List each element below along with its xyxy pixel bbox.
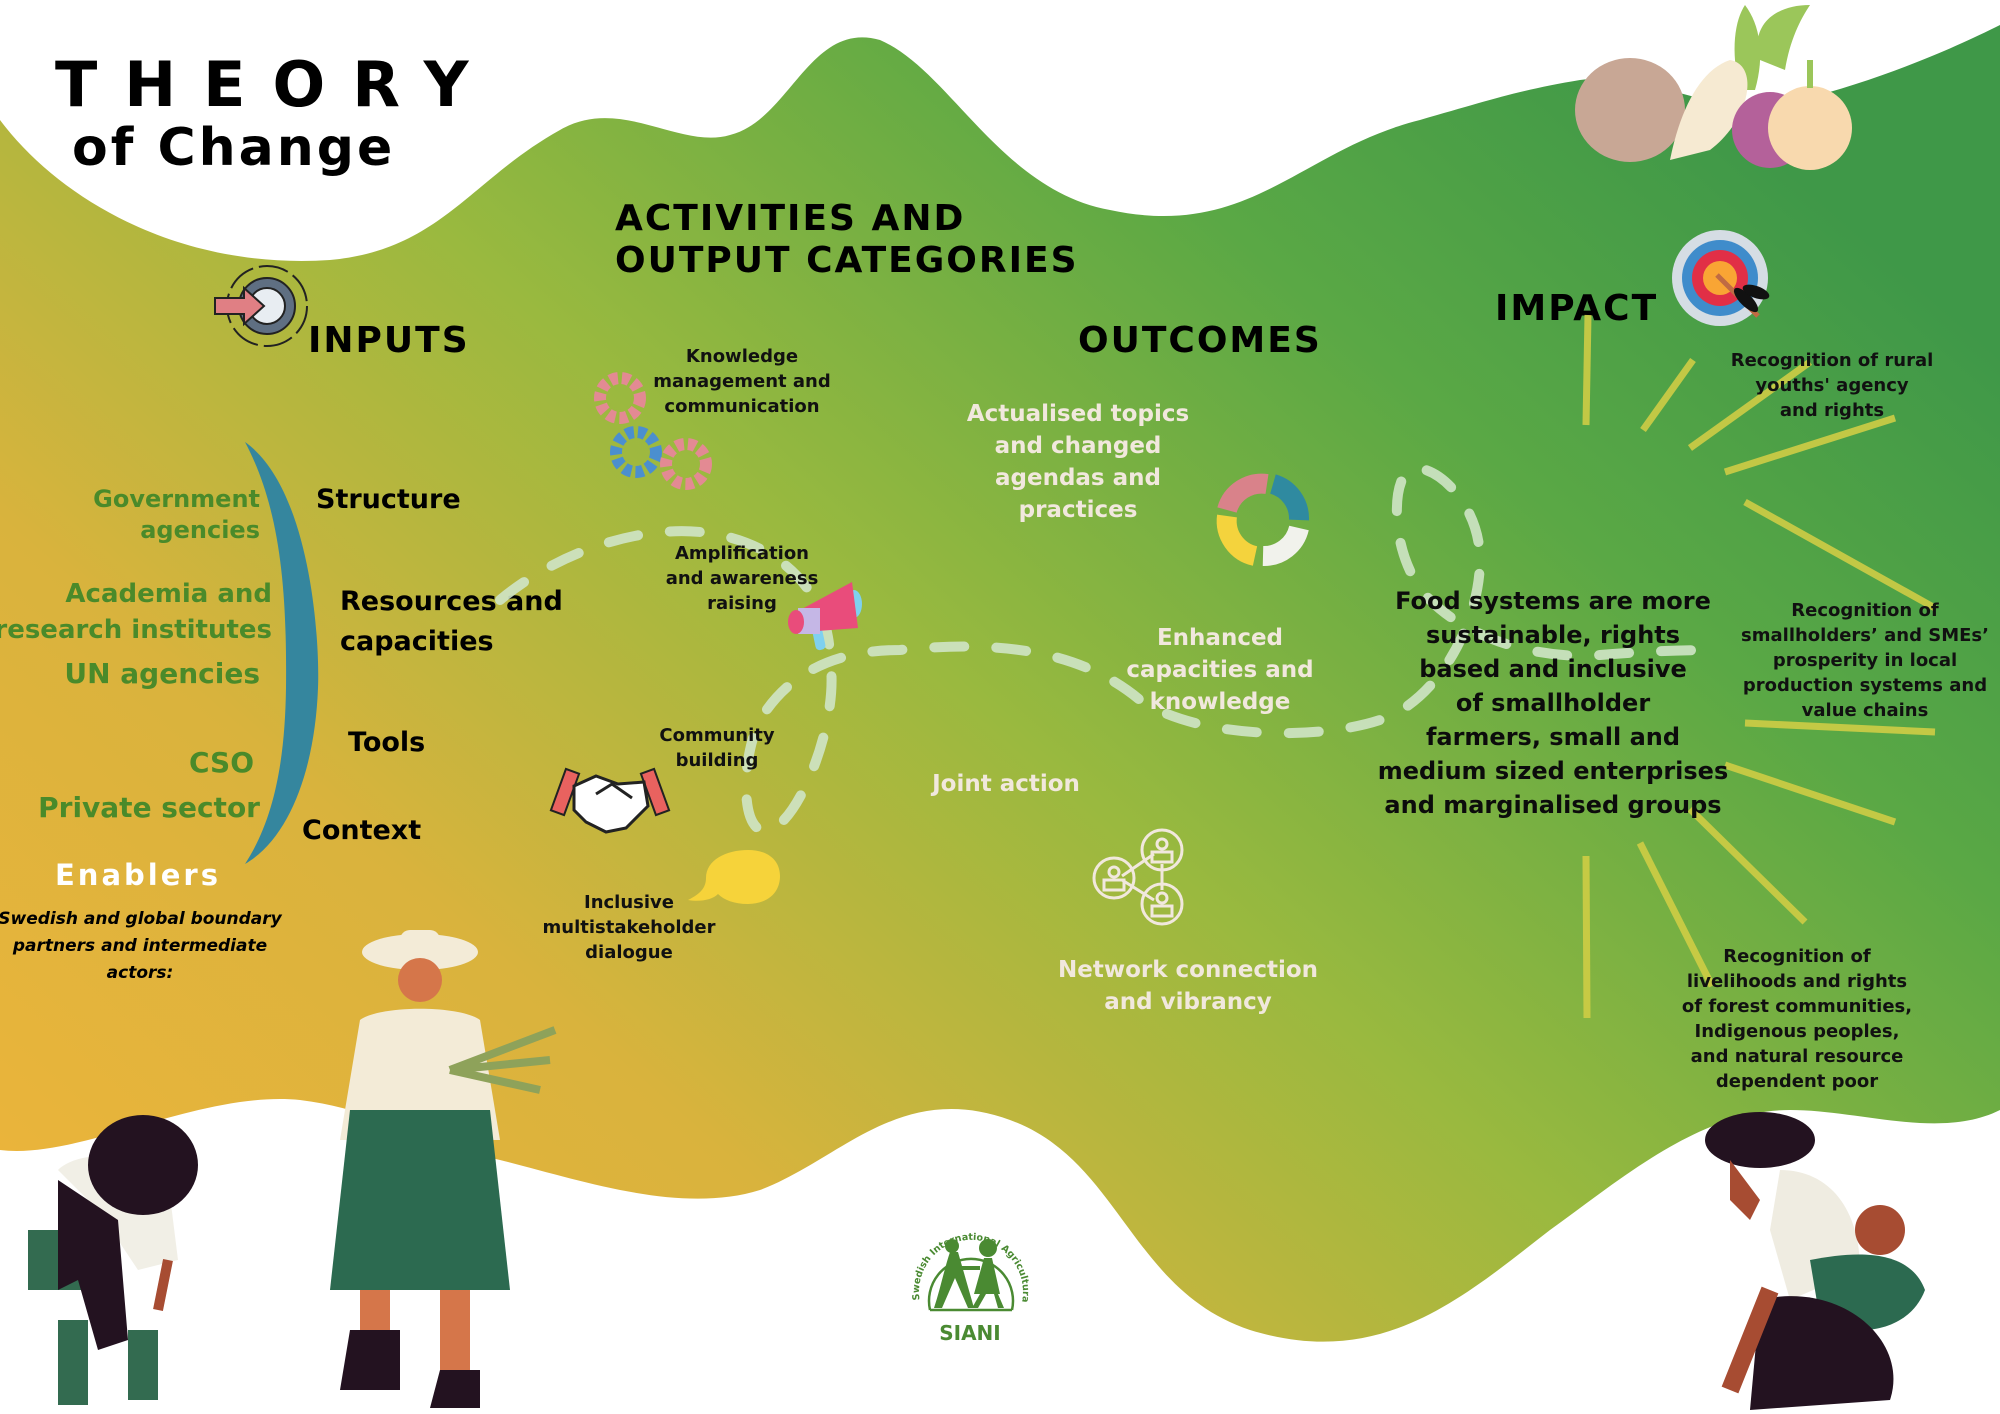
target-icon xyxy=(1672,230,1770,326)
impact-smallholders-smes: Recognition of smallholders’ and SMEs’ p… xyxy=(1741,598,1989,723)
impact-main-line: medium sized enterprises xyxy=(1377,757,1729,785)
input-context: Context xyxy=(302,815,422,846)
activity-line: multistakeholder xyxy=(542,917,716,938)
input-line: Resources and xyxy=(340,586,563,617)
impact-main-line: of smallholder xyxy=(1455,689,1651,717)
activity-line: Community xyxy=(659,725,775,746)
heading-inputs: INPUTS xyxy=(308,320,470,361)
megaphone-icon xyxy=(788,582,862,651)
siani-logo: Swedish International Agricultural Netwo… xyxy=(896,1202,1031,1345)
siani-logo-name: SIANI xyxy=(939,1321,1001,1345)
activity-line: Inclusive xyxy=(584,892,674,913)
impact-line: Indigenous peoples, xyxy=(1694,1021,1900,1042)
enabler-line: Academia and xyxy=(65,579,272,609)
outcome-enhanced-capacities: Enhanced capacities and knowledge xyxy=(1126,622,1313,718)
enabler-private-sector: Private sector xyxy=(38,791,260,824)
enabler-government: Government agencies xyxy=(93,484,260,546)
impact-main-line: farmers, small and xyxy=(1425,723,1681,751)
outcome-line: Actualised topics xyxy=(966,401,1190,427)
enabler-cso: CSO xyxy=(188,746,254,779)
impact-line: of forest communities, xyxy=(1681,996,1913,1017)
impact-main-statement: Food systems are more sustainable, right… xyxy=(1378,584,1728,822)
farmer-with-baby-illustration xyxy=(1705,1112,1925,1410)
bracket-divider xyxy=(245,442,319,864)
heading-activities-line1: ACTIVITIES AND xyxy=(615,198,966,239)
enabler-academia: Academia and research institutes xyxy=(0,576,272,648)
heading-impact: IMPACT xyxy=(1495,288,1659,329)
impact-line: value chains xyxy=(1801,700,1929,721)
vegetables-illustration xyxy=(1575,5,1852,170)
impact-line: Recognition of rural xyxy=(1730,350,1934,371)
outcome-line: Enhanced xyxy=(1156,625,1284,651)
title-theory: THEORY xyxy=(55,48,496,121)
outcome-line: agendas and xyxy=(994,465,1161,491)
impact-line: prosperity in local xyxy=(1772,650,1958,671)
enabler-line: agencies xyxy=(140,516,260,544)
impact-line: dependent poor xyxy=(1715,1071,1879,1092)
activity-multistakeholder-dialogue: Inclusive multistakeholder dialogue xyxy=(543,890,716,965)
activity-knowledge-management: Knowledge management and communication xyxy=(653,344,830,419)
impact-main-line: Food systems are more xyxy=(1395,587,1711,615)
activity-community-building: Community building xyxy=(659,723,774,773)
impact-line: and natural resource xyxy=(1690,1046,1904,1067)
enablers-title: Enablers xyxy=(55,858,221,892)
activity-line: raising xyxy=(707,593,777,614)
input-line: capacities xyxy=(340,626,494,657)
impact-main-line: and marginalised groups xyxy=(1384,791,1722,819)
outcome-line: practices xyxy=(1018,497,1138,523)
enablers-desc-line: partners and intermediate xyxy=(12,936,268,956)
input-tools: Tools xyxy=(348,727,426,758)
impact-line: Recognition of xyxy=(1723,946,1871,967)
enablers-desc-line: actors: xyxy=(106,963,174,983)
gradient-band xyxy=(0,25,2000,1342)
impact-main-line: based and inclusive xyxy=(1419,655,1687,683)
outcome-line: and changed xyxy=(994,433,1162,459)
handshake-icon xyxy=(549,767,671,834)
activity-amplification: Amplification and awareness raising xyxy=(666,541,819,616)
impact-line: smallholders’ and SMEs’ xyxy=(1741,625,1989,646)
gears-icon xyxy=(594,372,712,490)
impact-main-line: sustainable, rights xyxy=(1425,621,1681,649)
activity-line: communication xyxy=(664,396,820,417)
outcome-joint-action: Joint action xyxy=(932,771,1080,797)
enablers-desc-line: Swedish and global boundary xyxy=(0,909,282,929)
activity-line: management and xyxy=(653,371,831,392)
heading-outcomes: OUTCOMES xyxy=(1078,320,1322,361)
activity-line: building xyxy=(675,750,759,771)
impact-line: Recognition of xyxy=(1791,600,1939,621)
outcome-line: capacities and xyxy=(1126,657,1314,683)
activity-line: Knowledge xyxy=(685,346,799,367)
impact-line: production systems and xyxy=(1742,675,1988,696)
outcome-actualised-topics: Actualised topics and changed agendas an… xyxy=(967,398,1189,526)
outcome-line: knowledge xyxy=(1149,689,1291,715)
farmer-standing-illustration xyxy=(330,930,557,1408)
cycle-arrows-icon xyxy=(1216,473,1309,566)
gear-arrow-input-icon xyxy=(214,265,308,347)
input-structure: Structure xyxy=(316,484,461,515)
heading-activities: ACTIVITIES AND OUTPUT CATEGORIES xyxy=(615,198,1079,282)
outcome-line: and vibrancy xyxy=(1104,989,1272,1015)
network-people-icon xyxy=(1092,828,1184,926)
title-of-change: of Change xyxy=(72,118,396,178)
activity-line: Amplification xyxy=(674,543,810,564)
enabler-line: research institutes xyxy=(0,615,272,645)
input-resources: Resources and capacities xyxy=(340,582,563,662)
farmer-bending-illustration xyxy=(28,1115,198,1405)
impact-forest-communities: Recognition of livelihoods and rights of… xyxy=(1682,944,1912,1094)
impact-line: and rights xyxy=(1779,400,1885,421)
speech-bubble-icon xyxy=(688,850,780,904)
activity-line: dialogue xyxy=(585,942,673,963)
impact-line: livelihoods and rights xyxy=(1686,971,1908,992)
outcome-line: Network connection xyxy=(1057,957,1319,983)
enablers-description: Swedish and global boundary partners and… xyxy=(0,906,282,987)
heading-activities-line2: OUTPUT CATEGORIES xyxy=(615,240,1079,281)
impact-rural-youths: Recognition of rural youths' agency and … xyxy=(1731,348,1934,423)
outcome-network-connection: Network connection and vibrancy xyxy=(1058,954,1318,1018)
enabler-un-agencies: UN agencies xyxy=(64,657,260,690)
enabler-line: Government xyxy=(93,485,260,513)
impact-line: youths' agency xyxy=(1755,375,1909,396)
activity-line: and awareness xyxy=(665,568,819,589)
